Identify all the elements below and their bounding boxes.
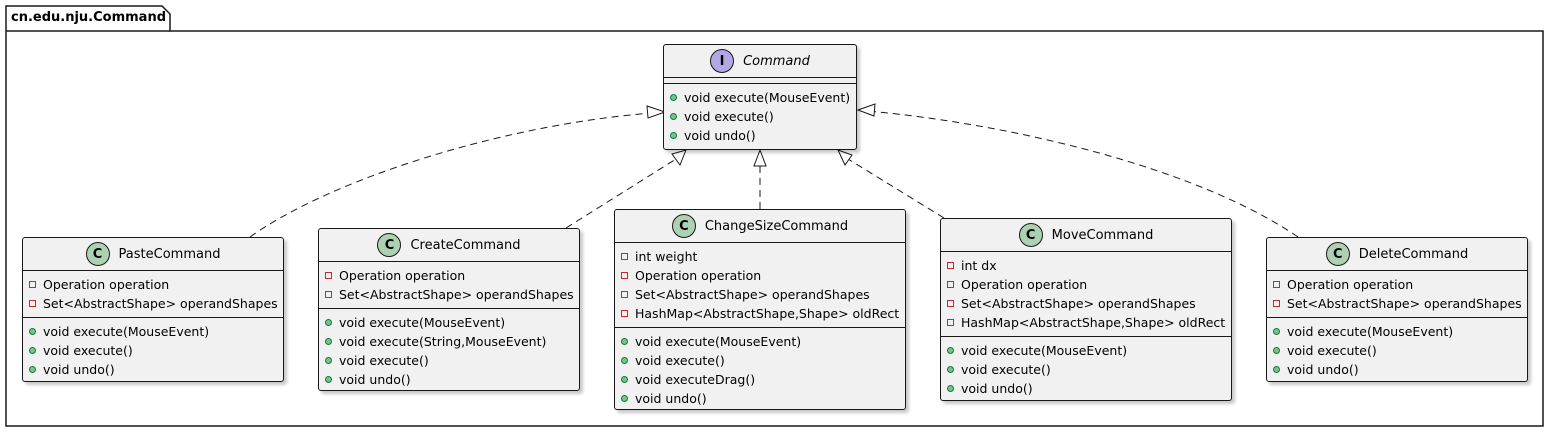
method-row: void undo() [615,389,905,408]
public-method-icon [621,338,628,345]
private-field-icon [947,262,954,269]
class-name: PasteCommand [118,246,221,262]
field-row: Operation operation [23,275,283,294]
method-row: void execute() [23,341,283,360]
class-deletecommand[interactable]: C DeleteCommand Operation operation Set<… [1266,237,1528,382]
method-row: void execute() [941,360,1231,379]
class-name: MoveCommand [1051,227,1154,243]
method-row: void undo() [1267,360,1527,379]
public-method-icon [621,395,628,402]
public-method-icon [1273,366,1280,373]
private-field-icon [325,291,332,298]
method-row: void undo() [664,126,856,145]
class-pastecommand[interactable]: C PasteCommand Operation operation Set<A… [22,237,284,382]
interface-name: Command [743,53,810,69]
public-method-icon [947,385,954,392]
private-field-icon [947,300,954,307]
field-row: Set<AbstractShape> operandShapes [23,294,283,313]
field-row: Set<AbstractShape> operandShapes [319,285,579,304]
field-row: Set<AbstractShape> operandShapes [1267,294,1527,313]
method-row: void execute() [615,351,905,370]
field-row: Operation operation [1267,275,1527,294]
private-field-icon [621,310,628,317]
method-row: void execute(String,MouseEvent) [319,332,579,351]
field-row: HashMap<AbstractShape,Shape> oldRect [615,304,905,323]
method-row: void execute(MouseEvent) [664,88,856,107]
method-row: void execute(MouseEvent) [615,332,905,351]
public-method-icon [621,376,628,383]
private-field-icon [29,281,36,288]
method-row: void undo() [319,370,579,389]
method-row: void executeDrag() [615,370,905,389]
field-row: HashMap<AbstractShape,Shape> oldRect [941,313,1231,332]
field-row: Operation operation [319,266,579,285]
arrowhead-createcommand [671,149,687,167]
arrowhead-changesizecommand [753,148,767,167]
class-changesizecommand[interactable]: C ChangeSizeCommand int weight Operation… [614,209,906,410]
public-method-icon [670,132,677,139]
class-movecommand[interactable]: C MoveCommand int dx Operation operation… [940,218,1232,401]
private-field-icon [1273,281,1280,288]
field-row: Operation operation [615,266,905,285]
public-method-icon [1273,328,1280,335]
public-method-icon [621,357,628,364]
arrowhead-movecommand [837,149,853,166]
class-name: DeleteCommand [1358,246,1469,262]
private-field-icon [947,281,954,288]
public-method-icon [325,376,332,383]
edge-movecommand [847,158,945,219]
class-badge-icon: C [1018,223,1043,247]
class-badge-icon: C [671,214,696,238]
class-name: ChangeSizeCommand [704,218,849,234]
field-row: Set<AbstractShape> operandShapes [941,294,1231,313]
class-createcommand[interactable]: C CreateCommand Operation operation Set<… [318,228,580,391]
public-method-icon [325,338,332,345]
public-method-icon [947,347,954,354]
public-method-icon [947,366,954,373]
method-row: void execute(MouseEvent) [319,313,579,332]
field-row: Set<AbstractShape> operandShapes [615,285,905,304]
edge-createcommand [565,158,677,229]
private-field-icon [621,272,628,279]
public-method-icon [325,319,332,326]
method-row: void execute(MouseEvent) [941,341,1231,360]
public-method-icon [29,328,36,335]
public-method-icon [670,94,677,101]
private-field-icon [29,300,36,307]
private-field-icon [621,253,628,260]
field-row: Operation operation [941,275,1231,294]
arrowhead-deletecommand [856,103,876,117]
package-name: cn.edu.nju.Command [11,10,167,25]
edge-pastecommand [249,112,653,238]
field-row: int weight [615,247,905,266]
private-field-icon [947,319,954,326]
method-row: void execute(MouseEvent) [1267,322,1527,341]
public-method-icon [670,113,677,120]
field-row: int dx [941,256,1231,275]
arrowhead-pastecommand [646,105,667,119]
method-row: void undo() [23,360,283,379]
public-method-icon [29,347,36,354]
private-field-icon [325,272,332,279]
method-row: void undo() [941,379,1231,398]
method-row: void execute() [319,351,579,370]
class-badge-icon: C [377,233,402,257]
edge-deletecommand [867,110,1299,238]
public-method-icon [29,366,36,373]
class-badge-icon: C [85,242,110,266]
public-method-icon [325,357,332,364]
private-field-icon [621,291,628,298]
class-badge-icon: C [1325,242,1350,266]
class-name: CreateCommand [410,237,521,253]
interface-badge-icon: I [710,49,735,73]
method-row: void execute() [664,107,856,126]
method-row: void execute() [1267,341,1527,360]
interface-command[interactable]: I Command void execute(MouseEvent) void … [663,44,857,150]
public-method-icon [1273,347,1280,354]
method-row: void execute(MouseEvent) [23,322,283,341]
private-field-icon [1273,300,1280,307]
